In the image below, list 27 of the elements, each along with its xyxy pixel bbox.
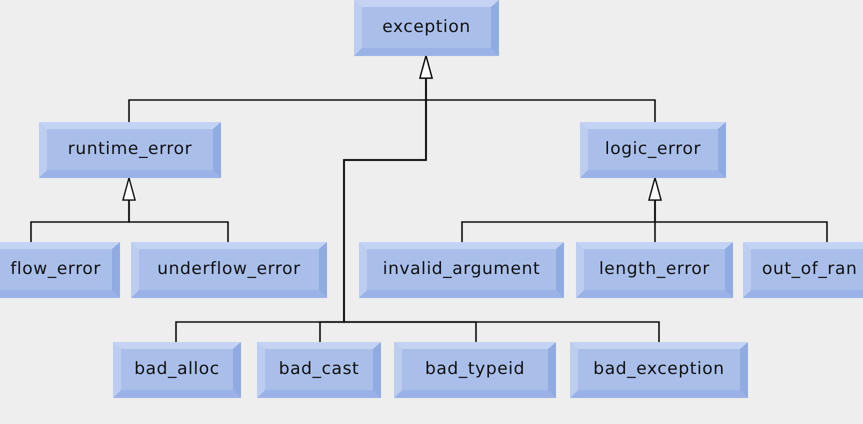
class-name: logic_error	[604, 139, 702, 160]
class-name: invalid_argument	[382, 259, 540, 280]
class-name: out_of_ran	[762, 259, 858, 280]
class-box	[394, 342, 556, 398]
class-name: flow_error	[10, 259, 101, 280]
class-name: underflow_error	[157, 259, 301, 280]
class-box	[580, 122, 726, 178]
generalization-arrow	[343, 55, 660, 342]
class-box	[131, 242, 327, 298]
class-name: bad_alloc	[134, 359, 220, 380]
class-box	[0, 242, 120, 298]
class-box	[359, 242, 564, 298]
class-name: bad_exception	[593, 359, 725, 380]
class-box	[257, 342, 381, 398]
class-name: bad_cast	[278, 359, 360, 380]
class-box	[743, 242, 863, 298]
class-name: length_error	[598, 259, 710, 280]
class-name: bad_typeid	[425, 359, 525, 380]
class-name: exception	[382, 17, 471, 38]
class-box	[39, 122, 221, 178]
generalization-arrow	[122, 177, 229, 242]
class-name: runtime_error	[68, 139, 192, 160]
class-box	[354, 0, 499, 56]
class-box	[570, 342, 748, 398]
generalization-arrow	[648, 177, 828, 242]
class-box	[113, 342, 241, 398]
class-box	[576, 242, 733, 298]
